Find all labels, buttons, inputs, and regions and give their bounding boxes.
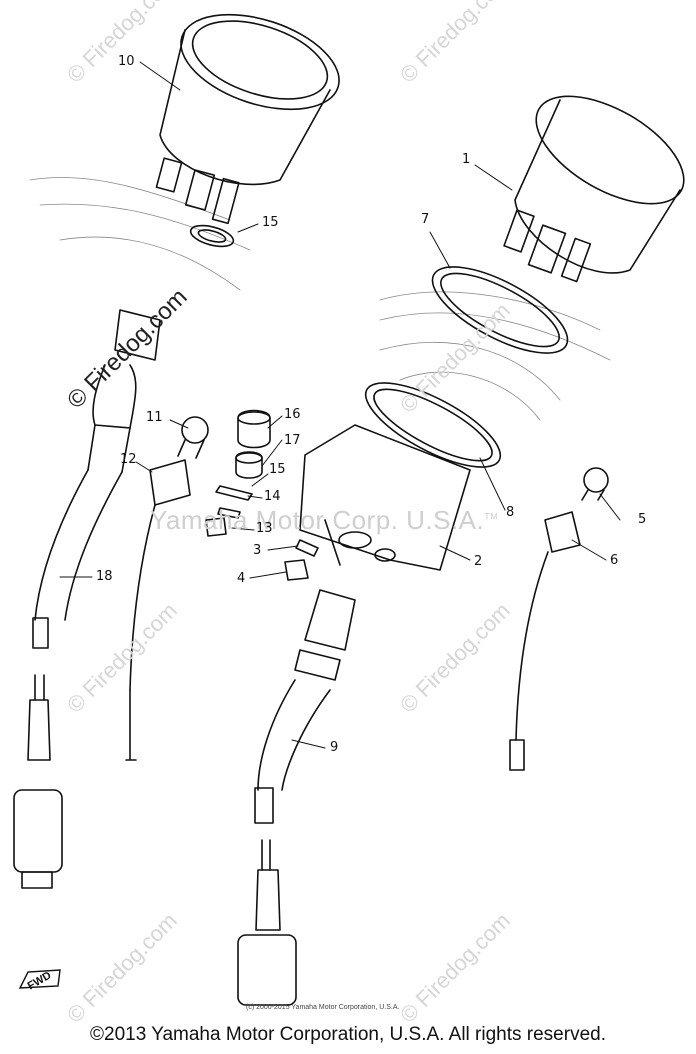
leader-lines	[59, 61, 621, 749]
gauge-10	[155, 13, 340, 225]
callout-15-upper: 15	[262, 215, 279, 230]
small-copyright: (c) 2000-2015 Yamaha Motor Corporation, …	[246, 1004, 400, 1011]
callout-14: 14	[264, 489, 281, 504]
watermark-yamaha: Yamaha Motor Corp. U.S.A.TM	[150, 505, 498, 536]
callout-8: 8	[506, 505, 515, 520]
gauge-1	[503, 95, 685, 283]
callout-1: 1	[462, 152, 471, 167]
cable-9	[237, 589, 356, 1006]
washer-15-upper	[189, 224, 235, 248]
fwd-arrow-icon	[18, 969, 61, 989]
hardware-stack	[205, 409, 319, 581]
watermark-yamaha-text: Yamaha Motor Corp. U.S.A.	[150, 505, 485, 535]
bulb-5-socket-6	[509, 467, 609, 771]
callout-3: 3	[253, 543, 262, 558]
callout-6: 6	[610, 553, 619, 568]
callout-4: 4	[237, 571, 246, 586]
callout-16: 16	[284, 407, 301, 422]
callout-2: 2	[474, 554, 483, 569]
callout-13: 13	[256, 521, 273, 536]
callout-11: 11	[146, 410, 163, 425]
footer-copyright: ©2013 Yamaha Motor Corporation, U.S.A. A…	[90, 1024, 606, 1045]
callout-9: 9	[330, 740, 339, 755]
bulb-11-socket-12	[125, 416, 209, 761]
background-sketch-lines	[29, 177, 611, 421]
callout-15-lower: 15	[269, 462, 286, 477]
callout-7: 7	[421, 212, 430, 227]
watermark-tm: TM	[484, 511, 499, 522]
housing-2	[299, 424, 471, 571]
cable-18	[13, 469, 123, 889]
callout-18: 18	[96, 569, 113, 584]
callout-10: 10	[118, 54, 135, 69]
left-cable-head	[87, 309, 161, 473]
gasket-7	[431, 266, 569, 354]
callout-5: 5	[638, 512, 647, 527]
callout-17: 17	[284, 433, 301, 448]
callout-12: 12	[120, 452, 137, 467]
gasket-8	[364, 382, 502, 468]
